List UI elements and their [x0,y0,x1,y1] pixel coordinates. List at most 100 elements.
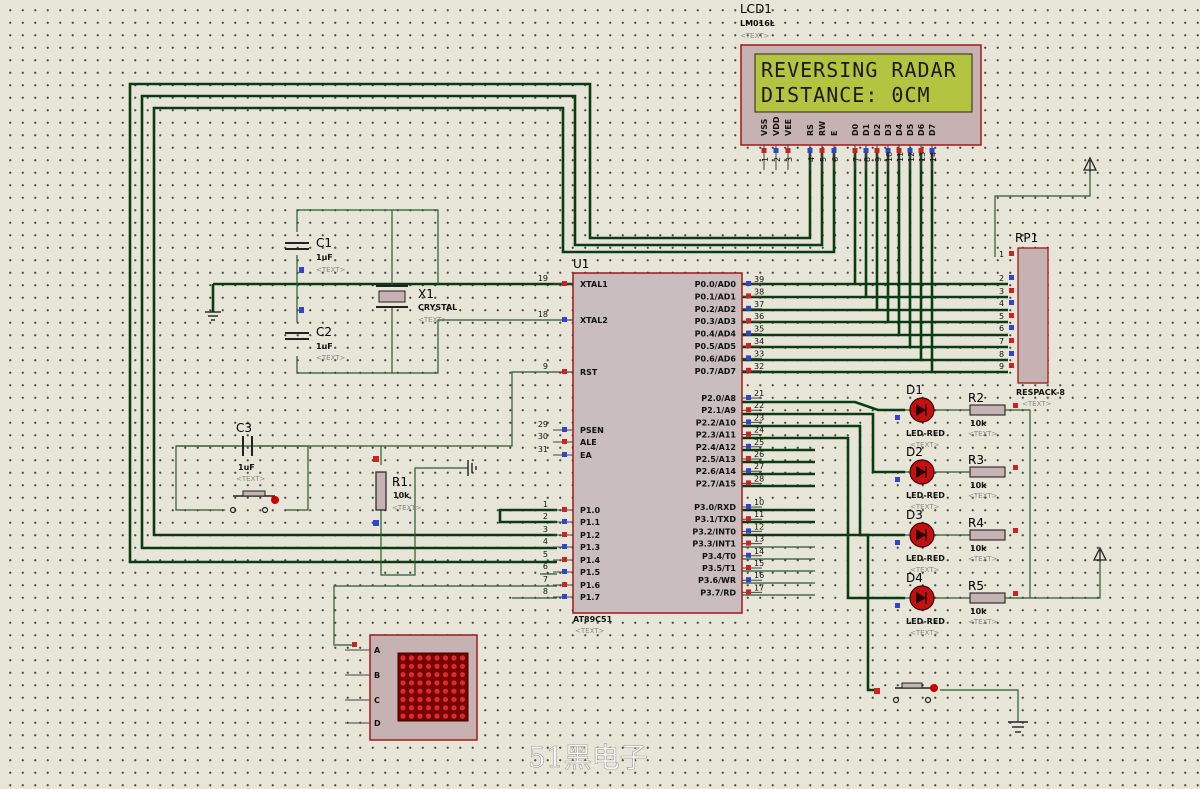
sensor-matrix-dot [425,688,432,694]
rp1-pin-number: 2 [999,274,1004,283]
mcu-right-pin-number: 22 [754,401,764,410]
c3-text-tag: <TEXT> [236,475,266,483]
lcd-pin-label: VSS [760,118,769,136]
ground-symbol-mid [467,460,477,476]
sensor-matrix-dot [434,713,440,719]
rp1-text-tag: <TEXT> [1022,400,1052,408]
wire-p10 [498,508,557,524]
led-part: LED-RED [906,554,945,563]
resistor-body [969,404,1006,416]
resistor-body [969,592,1006,604]
sensor-matrix-dot [400,705,406,711]
lcd-pin-number: 11 [896,152,905,162]
mcu-right-pin-name: P2.2/A10 [696,418,737,427]
measure-button-contact-l [892,696,900,704]
mcu-left-pin-marker [562,519,567,524]
mcu-right-pin-marker [746,443,751,449]
led-pin-marker [895,477,900,482]
rp1-ref: RP1 [1015,231,1038,245]
sensor-matrix-dot [425,680,432,686]
sensor-matrix-dot [434,696,440,703]
lcd-pin-label: RS [806,124,815,136]
sensor-matrix-dot [400,680,406,686]
thin-wires [175,172,1101,722]
mcu-left-pin-name: RST [580,368,598,377]
wire-p22 [742,424,905,537]
sensor-matrix-dot [434,663,440,669]
wire-cap-bot [296,319,573,374]
mcu-left-pin-marker [562,427,567,432]
mcu-left-pin-number: 29 [538,420,548,429]
mcu-left-pin-marker [562,452,567,457]
wire-r2 [1005,409,1031,599]
measure-button[interactable] [874,682,938,704]
x1-body [378,290,406,303]
sensor-matrix-dot [408,705,415,711]
rp1-pin-number: 6 [999,324,1004,333]
capacitor-c1: C1 1uF <TEXT> [285,236,346,274]
rp1-pin-marker [1009,351,1014,356]
mcu-right-pin-number: 32 [754,362,764,371]
mcu-right-pin-name: P3.0/RXD [694,503,736,512]
sensor-matrix-dot [417,672,423,678]
mcu-right-pin-name: P3.5/T1 [702,564,736,573]
wire-p23 [742,436,905,600]
led-part: LED-RED [906,491,945,500]
mcu-right-pin-number: 16 [754,571,764,580]
resistor-text-tag: <TEXT> [968,618,998,626]
lcd-pin-number: 1 [761,157,770,162]
mcu-left-pin-number: 8 [543,587,548,596]
lcd-pin-marker [852,148,858,153]
lcd-pin-label: D2 [873,124,882,136]
lcd-line1: REVERSING RADAR [761,58,957,82]
mcu-right-pin-name: P3.7/RD [700,588,736,597]
sensor-matrix-dot [425,705,432,711]
sensor-matrix-dot [442,705,449,711]
led-diode-symbol [916,592,926,604]
mcu-left-pin-name: PSEN [580,426,604,435]
mcu-left-pin-marker [562,594,567,599]
mcu-right-pin-number: 21 [754,389,764,398]
lcd-pin-label: D0 [851,123,860,136]
mcu-left-pin-number: 31 [538,445,548,454]
led-text-tag: <TEXT> [910,503,940,511]
r1-text-tag: <TEXT> [392,504,422,512]
wire-d7 [930,152,1008,374]
mcu-body [572,272,743,614]
mcu-right-pin-number: 15 [754,559,764,568]
led-array: D1LED-RED<TEXT>R210k<TEXT>D2LED-RED<TEXT… [895,383,1018,637]
sensor-matrix-dot [400,713,406,719]
sensor-matrix-dot [425,663,432,669]
sensor-matrix-dot [417,696,423,703]
mcu-left-pin-name: P1.2 [580,531,600,540]
reset-button[interactable] [229,490,280,514]
mcu-right-pin-name: P2.6/A14 [696,467,737,476]
mcu-left-pin-number: 18 [538,310,548,319]
lcd-pin-label: VEE [784,119,793,136]
mcu-left-pins: 19XTAL118XTAL29RST29PSEN30ALE31EA1P1.02P… [538,274,608,602]
lcd-screen [754,53,973,113]
c1-text-tag: <TEXT> [316,266,346,274]
wire-lcd-rw [140,94,824,550]
mcu-right-pin-number: 37 [754,300,764,309]
mcu-right-pin-name: P2.0/A8 [701,394,736,403]
rp1-pin-marker [1009,363,1014,368]
mcu-right-pin-marker [746,305,751,311]
sensor-matrix-dot [400,688,406,694]
mcu-left-pin-marker [562,532,567,537]
c2-text-tag: <TEXT> [316,354,346,362]
mcu-right-pin-name: P0.2/AD2 [695,305,736,314]
lcd-pin-number: 7 [852,157,861,162]
mcu-left-pin-marker [562,317,567,322]
sensor-matrix-dot [425,655,432,661]
led-ref: D3 [906,508,923,522]
led-text-tag: <TEXT> [910,441,940,449]
lcd-pin-label: VDD [772,116,781,136]
led-text-tag: <TEXT> [910,566,940,574]
mcu-right-pin-number: 12 [754,522,764,531]
r1-value: 10k [393,491,410,500]
wire-btn2 [940,689,1019,722]
rp1-pin-number: 7 [999,337,1004,346]
mcu-right-pin-name: P3.4/T0 [702,552,736,561]
